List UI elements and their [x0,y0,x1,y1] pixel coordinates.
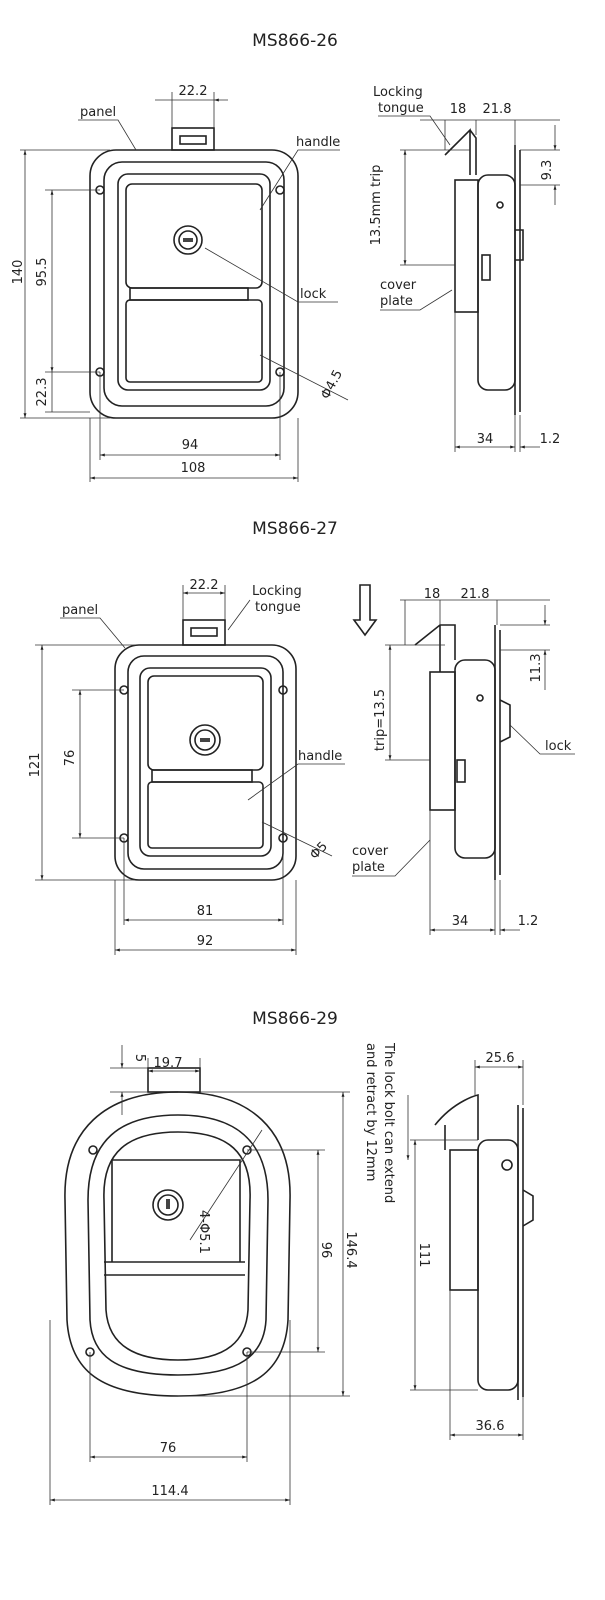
label-note-line1: The lock bolt can extend [381,1042,396,1203]
label-tongue-line1: Locking [373,85,423,100]
mount-hole [278,685,288,695]
label-trip: 13.5mm trip [369,165,384,246]
label-tongue-line1: Locking [252,584,302,599]
dim-height: 140 [11,260,26,285]
label-tongue-line2: tongue [255,600,301,615]
label-cover-line2: plate [380,294,413,309]
label-trip: trip=13.5 [373,689,388,751]
dim-depth: 34 [477,432,494,447]
lock-icon [152,1189,184,1221]
lock-icon [189,724,221,756]
label-handle: handle [296,135,340,150]
label-cover-line1: cover [352,844,389,859]
label-tongue-line2: tongue [378,101,424,116]
drawing-ms866-26: MS866-26 22.2 140 95.5 22.3 94 108 panel… [11,31,560,482]
front-view: 22.2 140 95.5 22.3 94 108 panel handle l… [11,84,349,482]
mount-hole [88,1145,98,1155]
dim-a: 18 [450,102,467,117]
mount-hole [275,185,285,195]
side-view: The lock bolt can extend and retract by … [363,1042,534,1440]
dim-width: 114.4 [151,1484,188,1499]
dim-hole-spacing-h: 81 [197,904,214,919]
dim-height: 146.4 [343,1231,358,1268]
front-view: 22.2 Locking tongue panel 121 76 handle … [28,578,345,955]
label-handle: handle [298,749,342,764]
dim-hole-spacing-v: 95.5 [35,258,50,287]
drawing-title: MS866-29 [252,1009,338,1029]
lock-icon [173,225,203,255]
dim-tongue-width: 19.7 [154,1056,183,1071]
dim-height: 111 [416,1243,431,1268]
dim-hole-spacing-h: 76 [160,1441,177,1456]
label-cover-line2: plate [352,860,385,875]
label-panel: panel [62,603,98,618]
direction-arrow-icon [352,584,378,637]
dim-top: 25.6 [486,1051,515,1066]
dim-c: 9.3 [540,160,555,181]
dim-plate: 1.2 [540,432,561,447]
front-view: 5 19.7 4-Φ5.1 96 146.4 76 114.4 [49,1045,358,1505]
label-hole: 4-Φ5.1 [196,1210,211,1254]
drawing-ms866-27: MS866-27 22.2 Locking tongue panel 121 7… [28,519,575,955]
dim-hole-spacing-v: 96 [318,1242,333,1259]
label-hole: Φ5 [307,839,331,863]
dim-plate: 1.2 [518,914,539,929]
dim-b: 21.8 [483,102,512,117]
dim-hole-spacing-h: 94 [182,438,199,453]
label-cover-line1: cover [380,278,417,293]
dim-b: 21.8 [461,587,490,602]
dim-depth: 36.6 [476,1419,505,1434]
dim-depth: 34 [452,914,469,929]
dim-height: 121 [28,753,43,778]
label-panel: panel [80,105,116,120]
dim-a: 18 [424,587,441,602]
label-lock: lock [545,739,572,754]
side-view: Locking tongue 18 21.8 9.3 13.5mm trip c… [369,85,560,452]
dim-tongue-width: 22.2 [190,578,219,593]
drawing-title: MS866-26 [252,31,338,51]
drawing-title: MS866-27 [252,519,338,539]
dim-tongue-width: 22.2 [179,84,208,99]
dim-c: 11.3 [529,654,544,683]
drawing-ms866-29: MS866-29 5 19.7 4-Φ5.1 96 146.4 76 114.4… [49,1009,534,1505]
dim-width: 92 [197,934,214,949]
dim-width: 108 [181,461,206,476]
dim-hole-spacing-v: 76 [63,750,78,767]
side-view: 18 21.8 11.3 trip=13.5 lock cover plate … [352,584,575,935]
label-note-line2: and retract by 12mm [363,1043,378,1181]
dim-offset: 5 [132,1054,147,1062]
dim-hole-offset: 22.3 [35,378,50,407]
label-lock: lock [300,287,327,302]
